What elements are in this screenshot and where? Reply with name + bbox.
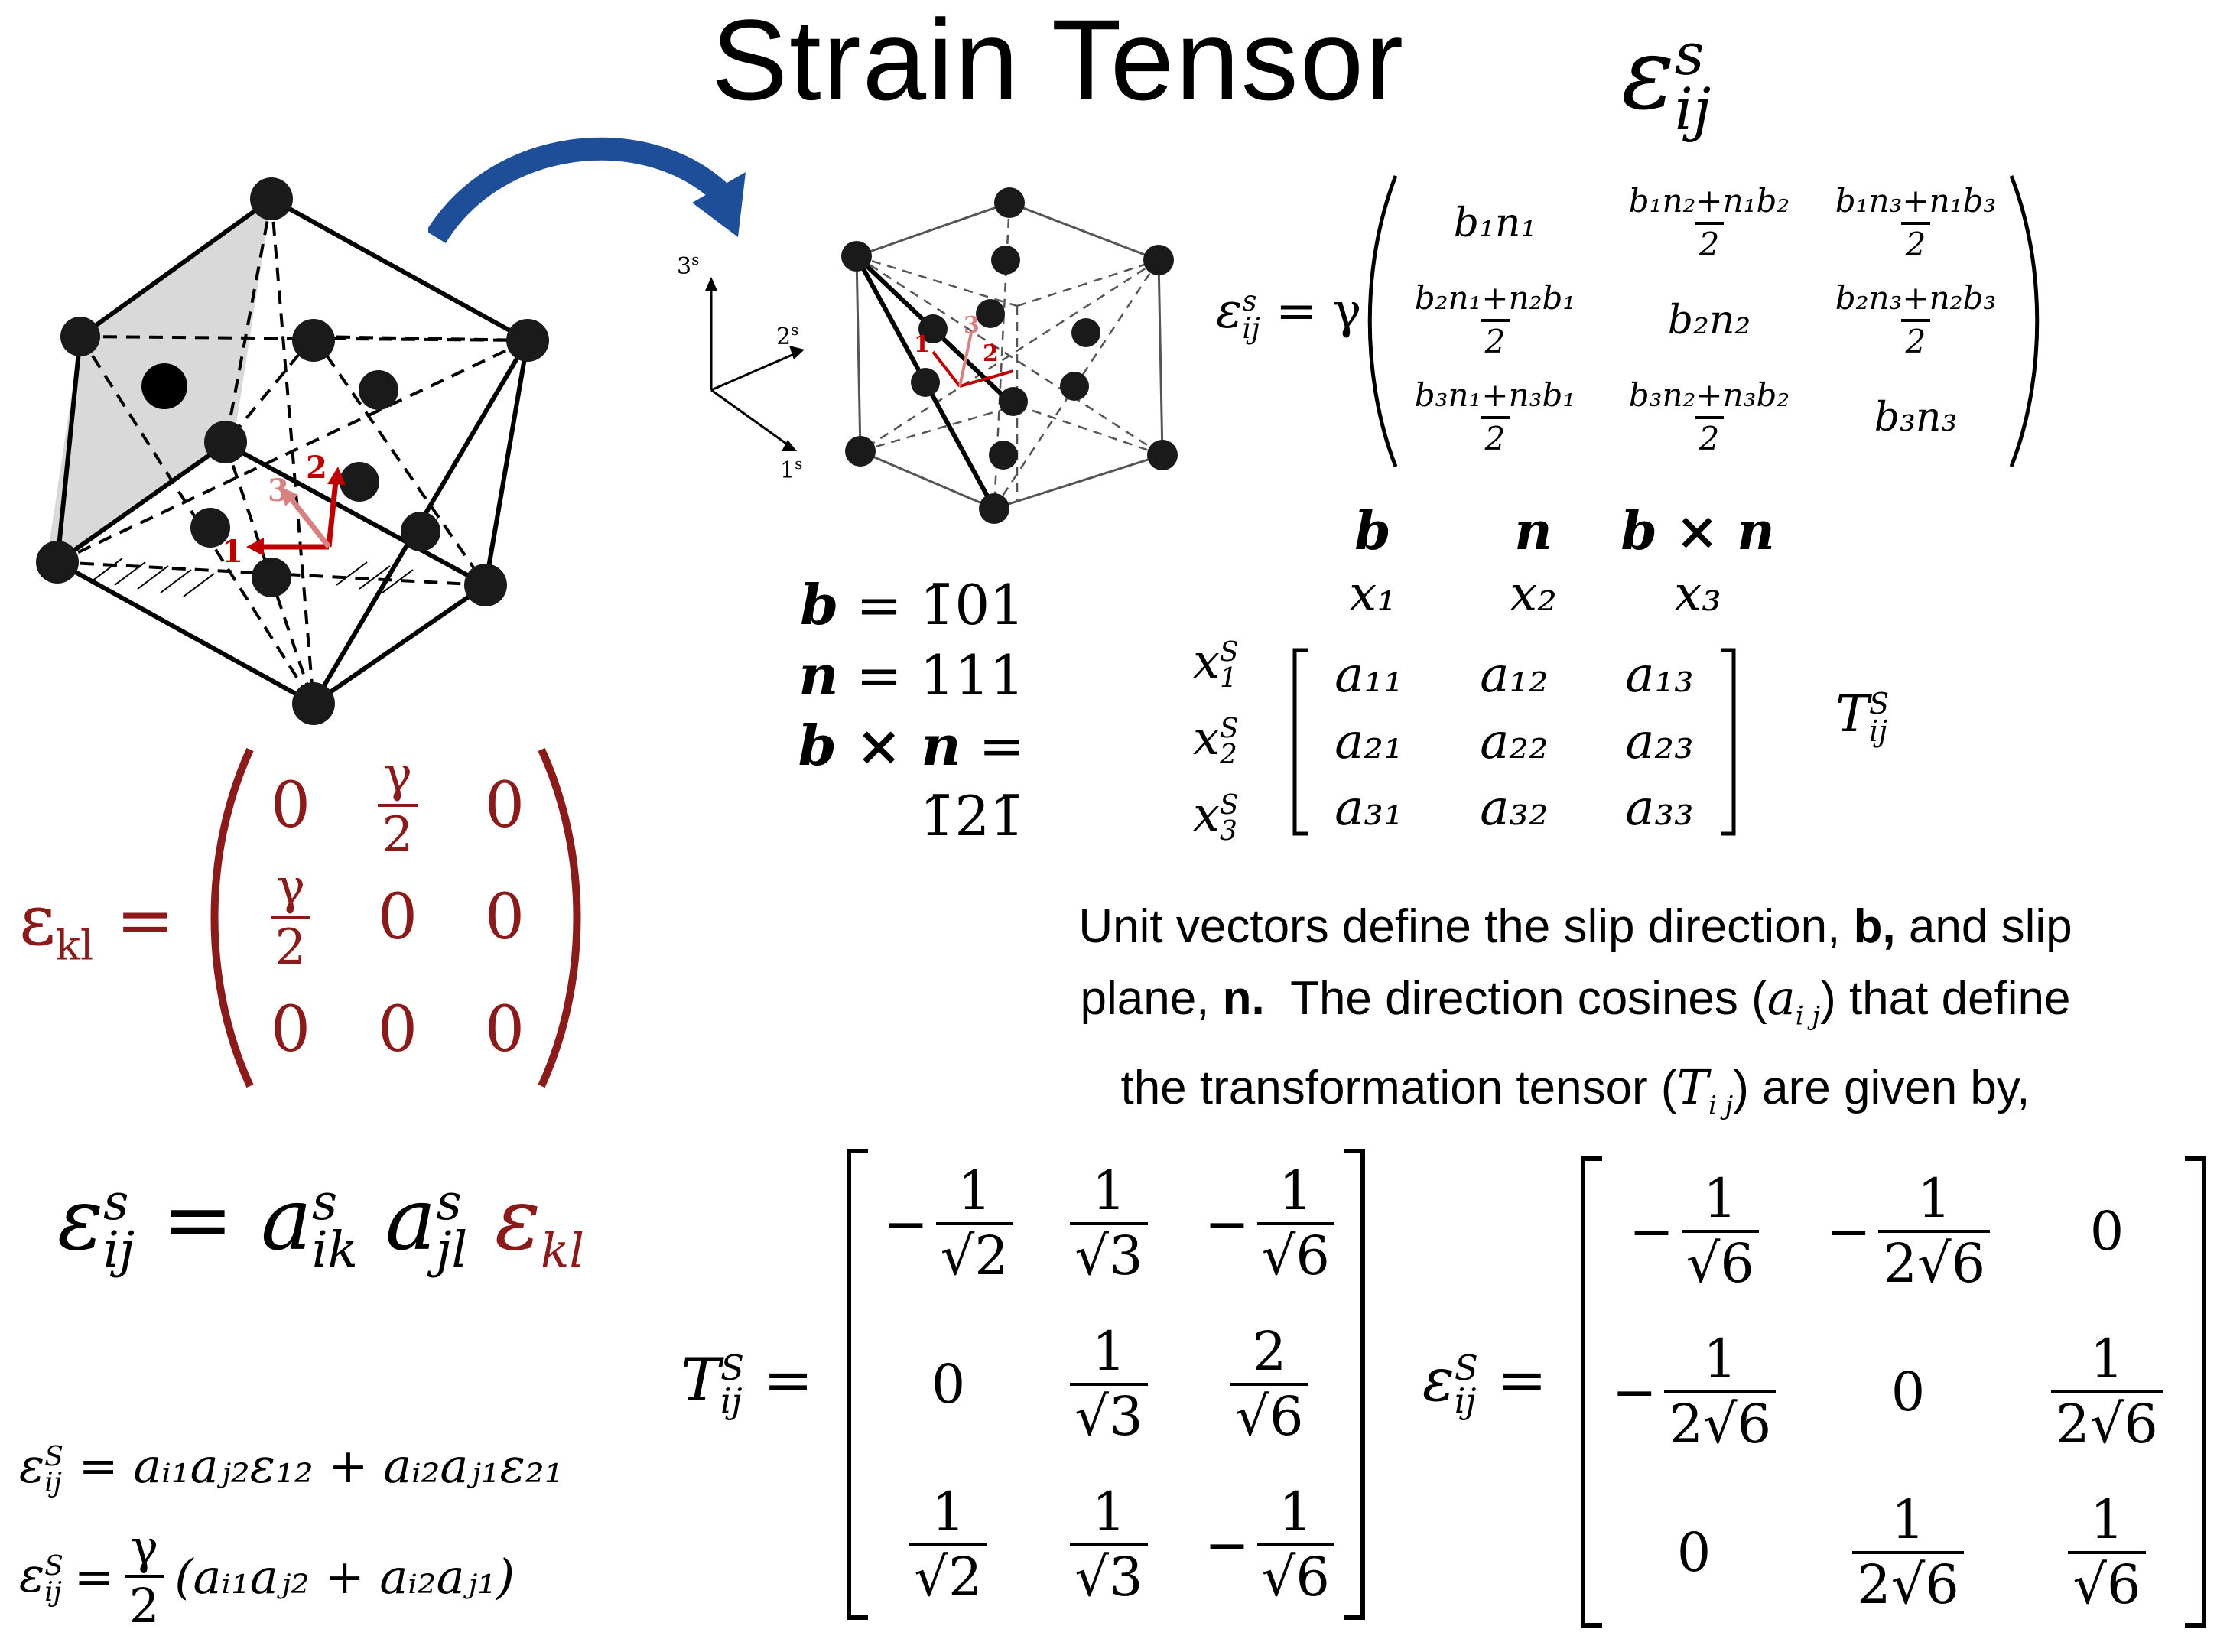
E-matrix-brackets [1581,1156,2206,1628]
n-vector-row: n = 111 [798,642,1025,707]
svg-text:1: 1 [914,331,930,358]
b-vector-row: b = 1̄01 [800,572,1025,637]
crystal-label-2: 2 [306,450,327,486]
ekl-left-paren [210,747,254,1088]
para-line-3: the transformation tensor (Ti j) are giv… [1120,1059,2030,1121]
transform-brackets [1292,648,1736,836]
crystal-label-1: 1 [222,534,243,570]
general-strain-right-paren [2009,175,2040,467]
gs-cell-22: b₂n₂ [1667,297,1751,343]
svg-text:3: 3 [964,312,980,339]
gs-cell-11: b₁n₁ [1453,200,1537,246]
col-head-n: n [1514,501,1552,562]
explanation-paragraph: Unit vectors define the slip direction, … [956,891,2195,1142]
ekl-right-paren [538,747,581,1088]
para-line-1: Unit vectors define the slip direction, … [1078,900,2072,953]
para-line-2: plane, n. The direction cosines (ai j) t… [1080,970,2071,1032]
col-head-b: b [1354,501,1391,562]
general-strain-left-paren [1367,175,1398,467]
col-x2: x₂ [1510,566,1557,623]
fcc-crystal-large: 1 2 3 [36,177,549,725]
transform-col-x: x₁ x₂ x₃ [1292,566,1782,623]
T-matrix: −1√2 1√3 −1√6 0 1√3 2√6 1√2 1√3 −1√6 [860,1143,1357,1625]
axis-3-label: 3s [677,250,699,280]
slip-vectors: b = 1̄01 n = 111 b × n = 1̄21̄ [704,570,1025,851]
axis-1-label: 1s [780,454,802,484]
transition-arrow-icon [428,137,746,244]
fcc-crystal-small: 1 2 3 [841,187,1178,524]
axis-2-label: 2s [776,320,798,350]
col-x1: x₁ [1349,566,1396,623]
ekl-lhs: εkl = [19,880,175,970]
col-x3: x₃ [1674,566,1721,623]
transform-col-heads: b n b × n [1292,501,1782,562]
bxn-vector-row: b × n = 1̄21̄ [798,713,1025,848]
svg-text:2: 2 [983,340,999,367]
page-title: Strain Tensor [711,0,1406,124]
crystal-label-3: 3 [268,473,289,509]
sample-axes: 3s 2s 1s [677,250,805,484]
T-matrix-brackets [847,1149,1365,1620]
gs-cell-33: b₃n₃ [1874,394,1958,441]
col-head-bxn: b × n [1620,501,1775,562]
